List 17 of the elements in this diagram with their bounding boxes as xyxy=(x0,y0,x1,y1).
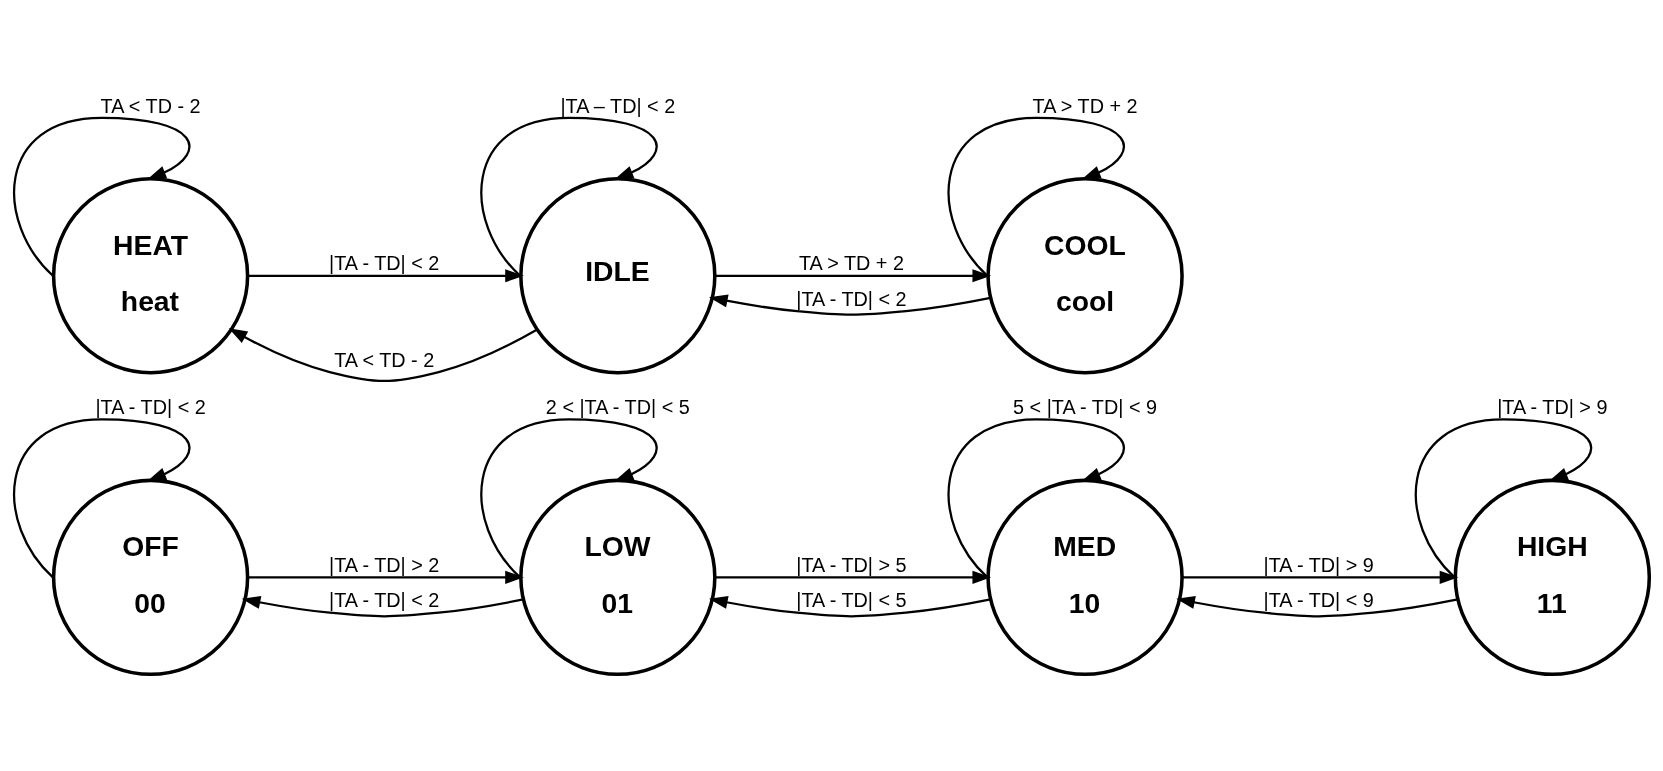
edge-label: |TA - TD| < 2 xyxy=(329,252,440,275)
edge-label: |TA - TD| < 2 xyxy=(95,396,206,419)
edge-label: |TA - TD| > 5 xyxy=(796,553,907,576)
edge-label: |TA - TD| < 9 xyxy=(1263,589,1374,612)
edge-label: TA < TD - 2 xyxy=(100,94,201,117)
edge-label: TA < TD - 2 xyxy=(334,348,435,371)
edge-label: |TA - TD| > 9 xyxy=(1497,396,1608,419)
edge-label: 2 < |TA - TD| < 5 xyxy=(545,396,690,419)
edge-label: 5 < |TA - TD| < 9 xyxy=(1013,396,1158,419)
edge-label: |TA - TD| < 5 xyxy=(796,589,907,612)
edge-label: |TA - TD| < 2 xyxy=(796,287,907,310)
edge-label: |TA – TD| < 2 xyxy=(560,94,676,117)
edge-label: |TA - TD| > 9 xyxy=(1263,553,1374,576)
edge-label: |TA - TD| > 2 xyxy=(329,553,440,576)
edge-label: |TA - TD| < 2 xyxy=(329,589,440,612)
edge-label: TA > TD + 2 xyxy=(798,252,904,275)
edge-label: TA > TD + 2 xyxy=(1032,94,1138,117)
